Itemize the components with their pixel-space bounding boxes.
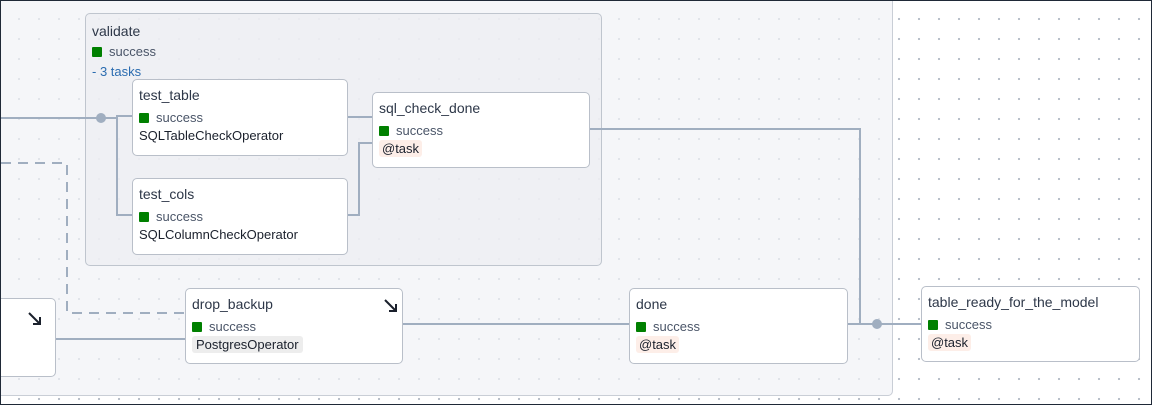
task-status-label: success [653, 319, 700, 334]
status-square-icon [192, 321, 202, 332]
task-status: success [139, 209, 203, 224]
task-title: test_cols [139, 186, 195, 202]
task-status: success [928, 317, 992, 332]
operator-badge: @task [379, 140, 423, 157]
edge-junction-test-cols [101, 117, 132, 216]
status-square-icon [379, 125, 389, 136]
status-square-icon [928, 319, 938, 330]
arrow-down-right-icon[interactable] [383, 298, 399, 314]
task-node-test-cols[interactable]: test_cols success SQLColumnCheckOperator [132, 178, 348, 255]
task-status: success [192, 319, 256, 334]
status-square-icon [139, 211, 149, 222]
status-square-icon [92, 46, 102, 57]
task-status-label: success [209, 319, 256, 334]
status-square-icon [139, 112, 149, 123]
status-square-icon [636, 321, 646, 332]
edge-test-cols-sql-check [347, 142, 372, 216]
task-operator: @task [379, 140, 423, 157]
operator-badge: @task [928, 334, 972, 351]
task-status-label: success [156, 209, 203, 224]
task-operator: SQLColumnCheckOperator [139, 227, 298, 242]
task-node-sql-check-done[interactable]: sql_check_done success @task [372, 92, 590, 168]
task-operator: PostgresOperator [192, 336, 303, 353]
operator-label: SQLTableCheckOperator [139, 128, 284, 143]
task-title: sql_check_done [379, 100, 481, 116]
task-node-table-ready-for-the-model[interactable]: table_ready_for_the_model success @task [921, 286, 1140, 362]
edge-dashed-setup [1, 162, 185, 314]
task-title: test_table [139, 87, 200, 103]
task-status: success [139, 110, 203, 125]
task-operator: SQLTableCheckOperator [139, 128, 283, 143]
task-node-drop-backup[interactable]: drop_backup success PostgresOperator [185, 288, 403, 364]
arrow-down-right-icon[interactable] [27, 311, 43, 327]
group-status: success [92, 44, 156, 59]
task-status-label: success [156, 110, 203, 125]
task-operator: @task [928, 334, 972, 351]
task-node-partial[interactable] [1, 298, 56, 377]
task-node-done[interactable]: done success @task [629, 288, 848, 364]
task-status: success [379, 123, 443, 138]
group-title: validate [92, 23, 141, 39]
task-status-label: success [945, 317, 992, 332]
group-collapse-toggle[interactable]: - 3 tasks [92, 64, 142, 79]
task-title: drop_backup [192, 296, 273, 312]
task-title: done [636, 296, 668, 312]
task-status: success [636, 319, 700, 334]
edge-junction-dot [872, 319, 882, 329]
operator-badge: @task [636, 336, 680, 353]
operator-label: SQLColumnCheckOperator [139, 227, 298, 242]
operator-badge: PostgresOperator [192, 336, 303, 353]
edge-junction-dot [96, 113, 106, 123]
group-status-label: success [109, 44, 156, 59]
task-status-label: success [396, 123, 443, 138]
task-operator: @task [636, 336, 680, 353]
task-title: table_ready_for_the_model [928, 294, 1099, 310]
task-node-test-table[interactable]: test_table success SQLTableCheckOperator [132, 79, 348, 156]
